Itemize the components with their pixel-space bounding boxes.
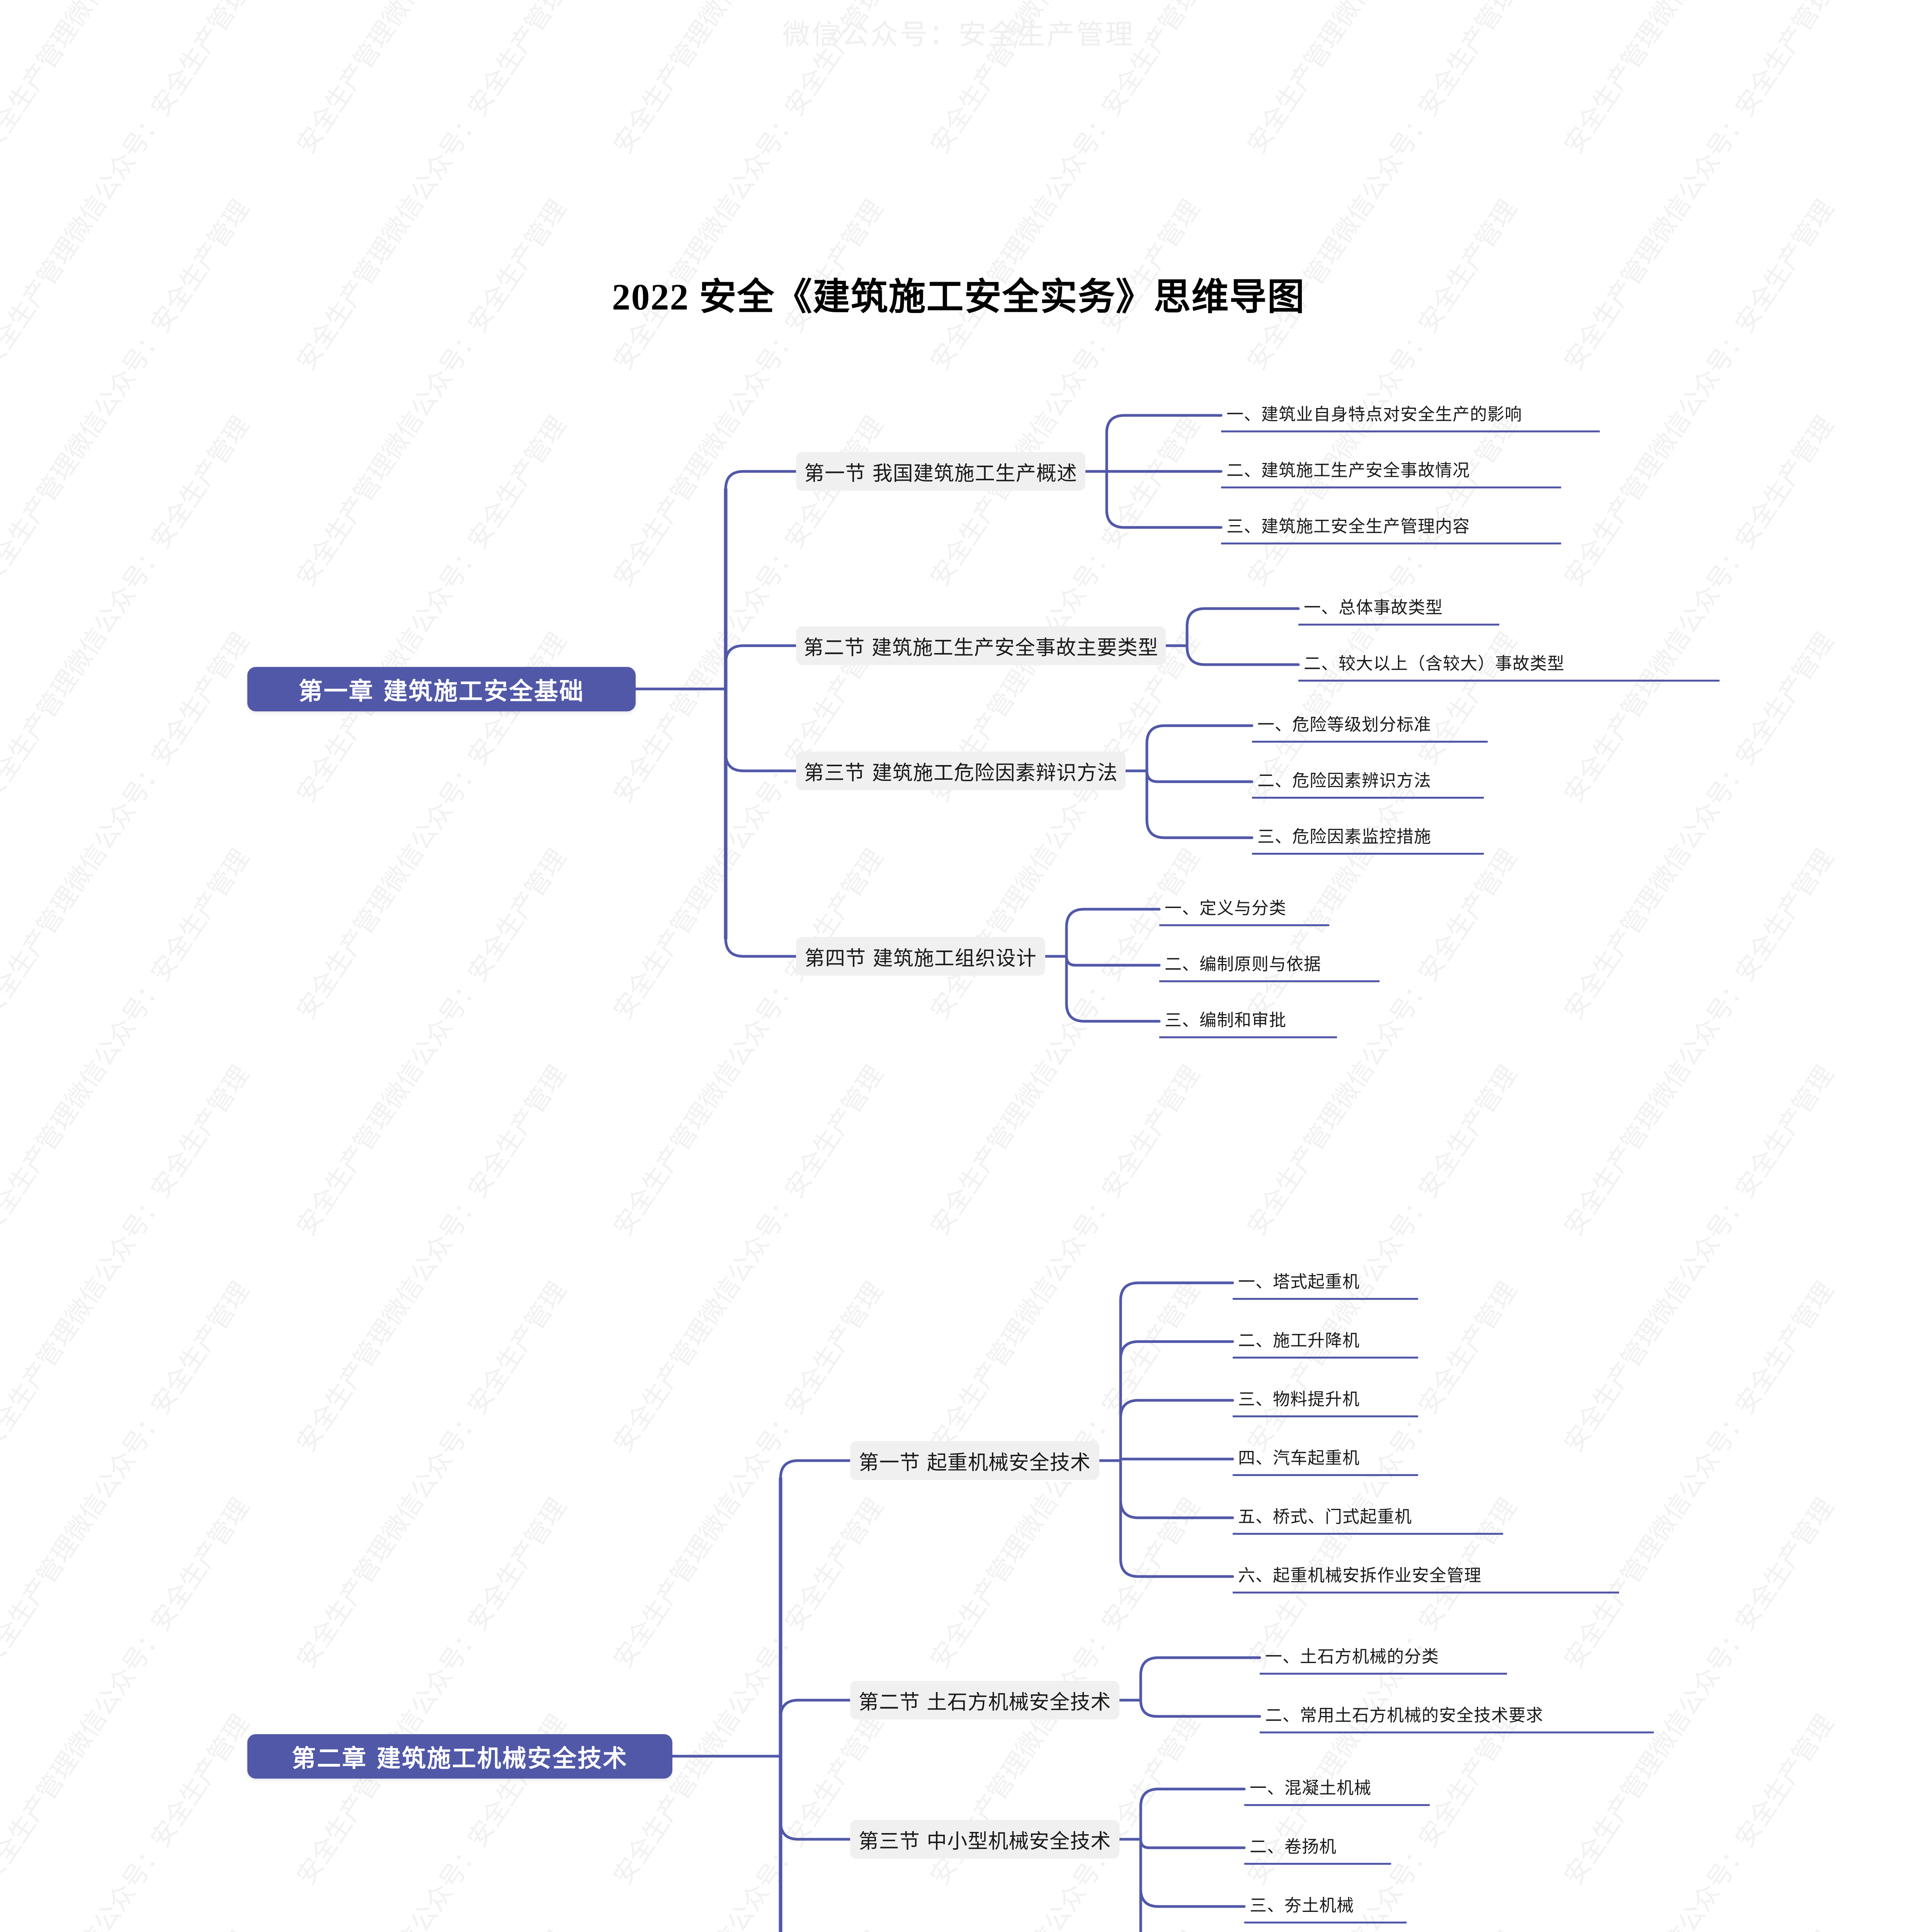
ch1-section-3-label: 第三节 建筑施工危险因素辩识方法 [804,761,1118,785]
ch2-s3-item-2[interactable]: 二、卷扬机 [1244,1831,1391,1865]
ch1-s3-item-2-label: 二、危险因素辨识方法 [1257,770,1431,791]
ch2-section-1-label: 第一节 起重机械安全技术 [859,1451,1091,1475]
connector [1119,1458,1234,1462]
ch2-s1-item-3-label: 三、物料提升机 [1238,1389,1360,1409]
connector [1139,1838,1246,1849]
ch1-s4-item-1-label: 一、定义与分类 [1165,898,1286,918]
ch1-s2-item-1[interactable]: 一、总体事故类型 [1298,592,1499,626]
ch1-section-2[interactable]: 第二节 建筑施工生产安全事故主要类型 [796,626,1166,665]
connector [1186,644,1300,666]
ch2-s3-item-3-label: 三、夯土机械 [1250,1895,1354,1915]
ch1-s4-item-3-label: 三、编制和审批 [1165,1010,1286,1030]
connector [779,1459,852,1758]
ch1-s3-item-1[interactable]: 一、危险等级划分标准 [1252,709,1488,743]
ch1-section-3[interactable]: 第三节 建筑施工危险因素辩识方法 [796,752,1126,790]
connector [1119,1281,1234,1462]
connector [1139,1838,1246,1908]
chapter-root-1[interactable]: 第一章 建筑施工安全基础 [247,667,636,711]
ch1-s1-item-2-label: 二、建筑施工生产安全事故情况 [1226,460,1470,480]
connector [1119,1459,1234,1578]
ch2-section-2-label: 第二节 土石方机械安全技术 [858,1690,1111,1714]
ch1-section-4[interactable]: 第四节 建筑施工组织设计 [796,937,1045,976]
ch1-s3-item-2[interactable]: 二、危险因素辨识方法 [1252,765,1484,799]
ch1-s4-item-2[interactable]: 二、编制原则与依据 [1159,948,1379,982]
connector [1139,1699,1261,1718]
ch2-s2-item-1-label: 一、土石方机械的分类 [1265,1646,1439,1667]
ch1-s2-item-2-label: 二、较大以上（含较大）事故类型 [1304,653,1565,673]
ch2-s2-item-2[interactable]: 二、常用土石方机械的安全技术要求 [1260,1699,1654,1733]
chapter-root-1-label: 第一章 建筑施工安全基础 [298,677,585,705]
ch1-s4-item-1[interactable]: 一、定义与分类 [1159,892,1329,926]
connector [779,1755,852,1841]
ch2-s1-item-6-label: 六、起重机械安拆作业安全管理 [1238,1565,1482,1585]
ch2-s2-item-1[interactable]: 一、土石方机械的分类 [1260,1641,1507,1675]
ch2-s1-item-6[interactable]: 六、起重机械安拆作业安全管理 [1233,1560,1619,1594]
ch2-s1-item-5-label: 五、桥式、门式起重机 [1238,1507,1412,1527]
ch1-s3-item-3[interactable]: 三、危险因素监控措施 [1252,821,1484,855]
connector [1145,724,1254,772]
connector [779,1755,782,1932]
connector [1065,955,1161,967]
ch1-s3-item-3-label: 三、危险因素监控措施 [1257,827,1431,847]
connector [724,644,798,690]
ch2-s3-item-1[interactable]: 一、混凝土机械 [1244,1772,1430,1806]
connector [779,1699,852,1758]
ch2-section-3-label: 第三节 中小型机械安全技术 [858,1830,1111,1853]
ch1-s4-item-2-label: 二、编制原则与依据 [1165,954,1321,974]
connector [1105,470,1223,529]
watermark-top: 微信公众号：安全生产管理 [782,18,1135,51]
connector [1119,1459,1234,1519]
connector [1145,769,1254,783]
ch2-s1-item-1[interactable]: 一、塔式起重机 [1233,1266,1418,1300]
connector [1145,769,1254,839]
ch2-section-1[interactable]: 第一节 起重机械安全技术 [850,1441,1099,1480]
ch1-s1-item-3-label: 三、建筑施工安全生产管理内容 [1226,516,1470,536]
ch2-section-3[interactable]: 第三节 中小型机械安全技术 [850,1820,1119,1859]
connector [1186,607,1300,647]
connector [1119,1399,1234,1462]
connector [724,687,798,772]
ch2-s1-item-2-label: 二、施工升降机 [1238,1330,1360,1350]
connector [1119,1340,1234,1462]
connector [724,470,798,690]
connector [1139,1787,1246,1841]
chapter-root-2[interactable]: 第二章 建筑施工机械安全技术 [247,1734,672,1779]
ch1-s2-item-1-label: 一、总体事故类型 [1304,597,1443,617]
connector [724,687,798,958]
ch2-s1-item-1-label: 一、塔式起重机 [1238,1272,1360,1292]
connector [1065,955,1161,1023]
ch1-s1-item-1-label: 一、建筑业自身特点对安全生产的影响 [1226,404,1522,424]
ch2-s1-item-4[interactable]: 四、汽车起重机 [1233,1442,1418,1476]
ch2-s3-item-3[interactable]: 三、夯土机械 [1244,1889,1407,1923]
ch1-section-1-label: 第一节 我国建筑施工生产概述 [804,462,1077,485]
chapter-root-2-label: 第二章 建筑施工机械安全技术 [292,1744,628,1772]
page-title: 2022 安全《建筑施工安全实务》思维导图 [612,276,1305,318]
ch1-s4-item-3[interactable]: 三、编制和审批 [1159,1004,1337,1038]
ch1-section-2-label: 第二节 建筑施工生产安全事故主要类型 [803,636,1158,660]
ch1-s1-item-2[interactable]: 二、建筑施工生产安全事故情况 [1221,454,1561,488]
ch2-s3-item-1-label: 一、混凝土机械 [1250,1778,1371,1798]
ch1-s3-item-1-label: 一、危险等级划分标准 [1257,714,1431,735]
ch2-s1-item-5[interactable]: 五、桥式、门式起重机 [1233,1501,1503,1535]
ch1-s1-item-1[interactable]: 一、建筑业自身特点对安全生产的影响 [1221,398,1600,432]
ch2-s2-item-2-label: 二、常用土石方机械的安全技术要求 [1265,1705,1543,1725]
ch1-s1-item-3[interactable]: 三、建筑施工安全生产管理内容 [1221,510,1561,544]
ch1-s2-item-2[interactable]: 二、较大以上（含较大）事故类型 [1298,648,1720,682]
ch2-s1-item-4-label: 四、汽车起重机 [1238,1448,1360,1468]
ch2-s1-item-2[interactable]: 二、施工升降机 [1233,1325,1418,1359]
connector [1105,414,1223,473]
connector [1139,1838,1142,1932]
connector [1139,1656,1261,1702]
ch2-s1-item-3[interactable]: 三、物料提升机 [1233,1383,1418,1417]
ch1-section-1[interactable]: 第一节 我国建筑施工生产概述 [796,452,1085,491]
connector [1065,908,1161,958]
ch2-s3-item-2-label: 二、卷扬机 [1250,1837,1337,1857]
ch1-section-4-label: 第四节 建筑施工组织设计 [805,947,1037,970]
ch2-section-2[interactable]: 第二节 土石方机械安全技术 [850,1681,1119,1719]
